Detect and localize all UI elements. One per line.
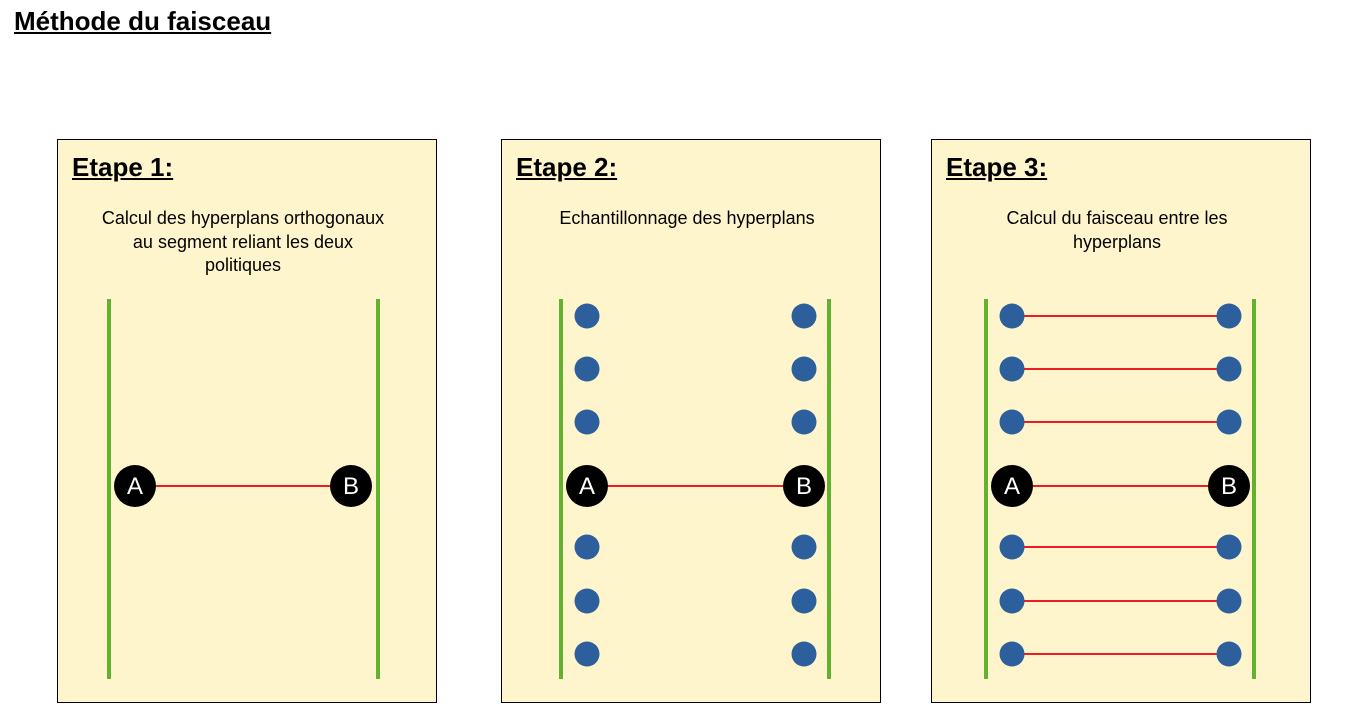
sample-point-left [999, 409, 1025, 435]
sample-point-left [574, 641, 600, 667]
sample-point-right [1216, 409, 1242, 435]
step-2-heading: Etape 2: [516, 152, 618, 182]
sample-point-right [1216, 356, 1242, 382]
sample-point-left [574, 409, 600, 435]
step-1-description: Calcul des hyperplans orthogonaux au seg… [101, 208, 385, 275]
page-title: Méthode du faisceau [14, 6, 272, 36]
policy-point-b [330, 465, 372, 507]
step-3-heading: Etape 3: [946, 152, 1048, 182]
sample-point-left [574, 356, 600, 382]
sample-point-right [1216, 641, 1242, 667]
policy-label-a: A [1004, 473, 1020, 500]
step-3-description: Calcul du faisceau entre les hyperplans [1006, 208, 1228, 252]
sample-point-right [791, 356, 817, 382]
sample-point-left [999, 303, 1025, 329]
policy-point-a [991, 465, 1033, 507]
policy-label-b: B [343, 473, 359, 500]
sample-point-left [999, 641, 1025, 667]
sample-point-right [1216, 303, 1242, 329]
sample-point-right [1216, 534, 1242, 560]
step-2-panel: Etape 2: Echantillonnage des hyperplans … [501, 139, 881, 703]
policy-point-b [1208, 465, 1250, 507]
sample-point-left [574, 588, 600, 614]
step-1-panel: Etape 1: Calcul des hyperplans orthogona… [57, 139, 437, 703]
sample-point-right [1216, 588, 1242, 614]
sample-point-right [791, 303, 817, 329]
sample-point-right [791, 409, 817, 435]
sample-point-left [574, 534, 600, 560]
sample-point-left [574, 303, 600, 329]
sample-point-right [791, 588, 817, 614]
policy-point-a [566, 465, 608, 507]
sample-point-right [791, 534, 817, 560]
policy-point-b [783, 465, 825, 507]
policy-label-b: B [1221, 473, 1237, 500]
policy-point-a [114, 465, 156, 507]
sample-point-left [999, 356, 1025, 382]
policy-label-b: B [796, 473, 812, 500]
step-3-panel: Etape 3: Calcul du faisceau entre les hy… [931, 139, 1311, 703]
step-2-description: Echantillonnage des hyperplans [559, 208, 815, 228]
policy-label-a: A [579, 473, 595, 500]
sample-point-left [999, 588, 1025, 614]
sample-point-right [791, 641, 817, 667]
policy-label-a: A [127, 473, 143, 500]
sample-point-left [999, 534, 1025, 560]
step-1-heading: Etape 1: [72, 152, 174, 182]
